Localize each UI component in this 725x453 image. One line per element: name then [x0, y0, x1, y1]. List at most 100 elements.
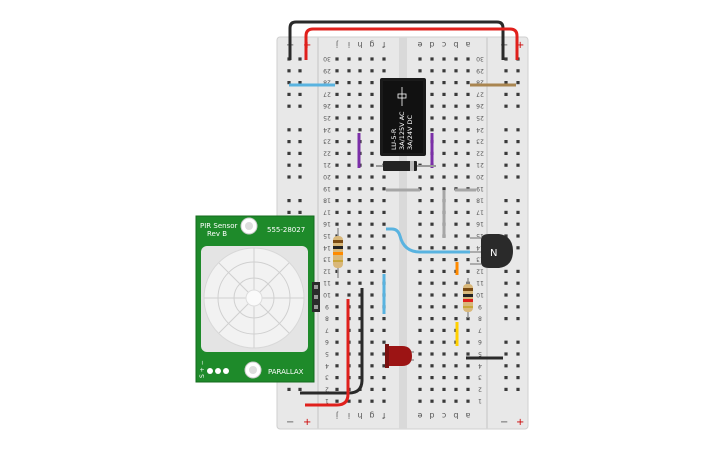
breadboard-hole	[418, 293, 422, 297]
breadboard-hole	[454, 246, 458, 250]
breadboard-hole	[454, 104, 458, 108]
breadboard-hole	[287, 163, 291, 167]
breadboard-hole	[430, 128, 434, 132]
breadboard-hole	[454, 163, 458, 167]
breadboard-hole	[454, 69, 458, 73]
row-number-left: 24	[323, 126, 331, 133]
breadboard-hole	[335, 387, 339, 391]
column-letter-bottom: j	[336, 411, 339, 420]
breadboard-hole	[358, 81, 362, 85]
breadboard-hole	[335, 293, 339, 297]
breadboard-hole	[430, 92, 434, 96]
breadboard-hole	[382, 328, 386, 332]
breadboard-hole	[454, 151, 458, 155]
breadboard-hole	[287, 175, 291, 179]
column-letter-bottom: f	[382, 411, 385, 420]
breadboard-hole	[442, 163, 446, 167]
breadboard-hole	[370, 340, 374, 344]
breadboard-hole	[430, 199, 434, 203]
breadboard-hole	[370, 399, 374, 403]
relay-coil-symbol	[397, 87, 407, 106]
breadboard-hole	[358, 57, 362, 61]
breadboard-hole	[516, 151, 520, 155]
breadboard-hole	[442, 258, 446, 262]
breadboard-hole	[370, 163, 374, 167]
breadboard-hole	[504, 163, 508, 167]
breadboard-hole	[516, 234, 520, 238]
breadboard-hole	[358, 376, 362, 380]
breadboard-hole	[358, 222, 362, 226]
breadboard-hole	[504, 269, 508, 273]
breadboard-hole	[335, 328, 339, 332]
breadboard-hole	[358, 234, 362, 238]
row-number-left: 20	[323, 173, 331, 180]
row-number-left: 4	[325, 362, 329, 369]
breadboard-hole	[382, 57, 386, 61]
row-number-right: 1	[478, 397, 482, 404]
breadboard-hole	[287, 151, 291, 155]
breadboard-hole	[382, 246, 386, 250]
breadboard-hole	[466, 222, 470, 226]
breadboard-hole	[370, 151, 374, 155]
red-led	[385, 344, 414, 368]
breadboard-hole	[358, 187, 362, 191]
breadboard-hole	[442, 151, 446, 155]
breadboard-hole	[382, 340, 386, 344]
breadboard-hole	[347, 69, 351, 73]
breadboard-hole	[466, 199, 470, 203]
breadboard-hole	[442, 140, 446, 144]
row-number-right: 9	[478, 303, 482, 310]
breadboard-hole	[430, 281, 434, 285]
breadboard-hole	[504, 317, 508, 321]
breadboard-hole	[504, 387, 508, 391]
row-number-right: 19	[476, 185, 484, 192]
breadboard-hole	[454, 281, 458, 285]
breadboard-hole	[430, 104, 434, 108]
breadboard-hole	[370, 328, 374, 332]
column-letter-bottom: e	[417, 411, 422, 420]
breadboard-hole	[335, 81, 339, 85]
breadboard-hole	[370, 57, 374, 61]
breadboard-hole	[335, 163, 339, 167]
breadboard-hole	[358, 352, 362, 356]
breadboard-hole	[358, 104, 362, 108]
breadboard-hole	[466, 376, 470, 380]
breadboard-hole	[370, 69, 374, 73]
column-letter-top: b	[453, 40, 458, 49]
breadboard-hole	[430, 258, 434, 262]
pir-sensor: PIR Sensor Rev B 555-28027 PARALLAX S + …	[195, 215, 320, 383]
breadboard-hole	[504, 222, 508, 226]
breadboard-hole	[358, 269, 362, 273]
breadboard-hole	[370, 116, 374, 120]
breadboard-hole	[382, 376, 386, 380]
row-number-left: 12	[323, 267, 331, 274]
breadboard-hole	[358, 293, 362, 297]
breadboard-hole	[466, 57, 470, 61]
breadboard-hole	[466, 234, 470, 238]
breadboard-hole	[504, 340, 508, 344]
breadboard-hole	[418, 352, 422, 356]
rail-minus-bottom-right: −	[500, 417, 508, 428]
breadboard-hole	[454, 57, 458, 61]
breadboard-hole	[504, 234, 508, 238]
breadboard-hole	[347, 210, 351, 214]
column-letter-top: j	[336, 40, 339, 49]
rail-minus-bottom-left: −	[286, 417, 294, 428]
breadboard-hole	[335, 305, 339, 309]
breadboard-hole	[442, 104, 446, 108]
breadboard-hole	[454, 293, 458, 297]
breadboard-hole	[430, 340, 434, 344]
breadboard-hole	[335, 317, 339, 321]
breadboard-hole	[442, 128, 446, 132]
row-number-right: 17	[476, 208, 484, 215]
breadboard-hole	[370, 104, 374, 108]
breadboard-hole	[504, 199, 508, 203]
breadboard-hole	[298, 69, 302, 73]
breadboard-hole	[442, 305, 446, 309]
breadboard-hole	[335, 57, 339, 61]
breadboard-hole	[466, 340, 470, 344]
pir-part-number: 555-28027	[267, 226, 305, 234]
breadboard-hole	[382, 269, 386, 273]
breadboard-hole	[287, 128, 291, 132]
